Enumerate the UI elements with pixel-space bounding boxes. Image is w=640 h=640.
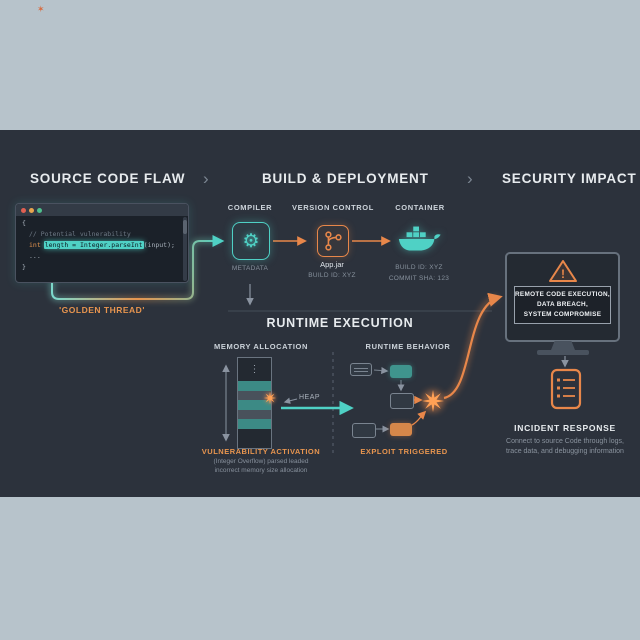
memory-column: ⋮ [237, 357, 272, 449]
compiler-node: ⚙ [232, 222, 270, 260]
memory-cell-free [238, 410, 271, 419]
version-control-label: VERSION CONTROL [292, 203, 374, 212]
window-minimize-dot [29, 207, 34, 213]
window-close-dot [21, 207, 26, 213]
incident-response-desc: Connect to source Code through logs, tra… [506, 438, 624, 456]
git-branch-icon [325, 231, 342, 251]
behavior-input-box [352, 423, 376, 438]
warning-triangle-icon: ! [548, 260, 577, 282]
chevron-icon: › [467, 169, 473, 188]
heap-label: HEAP [299, 394, 321, 401]
behavior-exploit-box [390, 423, 412, 436]
runtime-execution-header: RUNTIME EXECUTION [266, 316, 414, 330]
exploit-triggered-label: EXPLOIT TRIGGERED [360, 447, 448, 456]
container-node [396, 223, 442, 260]
code-tail: (input); [143, 241, 175, 249]
impact-line: DATA BREACH, [536, 300, 589, 308]
warning-exclamation: ! [561, 267, 565, 281]
chevron-icon: › [203, 169, 209, 188]
behavior-normal-box [390, 365, 412, 378]
monitor-stand-neck [551, 341, 575, 350]
incident-response-label: INCIDENT RESPONSE [514, 423, 616, 433]
memory-cell-allocated [238, 381, 271, 391]
code-keyword: int [29, 241, 41, 249]
compiler-label: COMPILER [227, 203, 273, 212]
window-titlebar [16, 204, 188, 216]
metadata-label: METADATA [231, 265, 269, 272]
vulnerability-desc-line2: incorrect memory size allocation [214, 467, 308, 474]
impact-line: SYSTEM COMPROMISE [523, 310, 602, 318]
behavior-stack-box [350, 363, 372, 376]
code-highlight: length = Integer.parseInt [43, 241, 144, 249]
container-commit-sha: COMMIT SHA: 123 [388, 275, 450, 282]
vulnerability-desc-line1: (Integer Overflow) parsed leaded [213, 458, 309, 465]
memory-cell-free [238, 391, 271, 400]
memory-cell-allocated [238, 419, 271, 429]
behavior-process-box [390, 393, 414, 409]
monitor-stand-base [537, 350, 589, 355]
artifact-build-id: BUILD ID: XYZ [308, 272, 356, 279]
source-code-flaw-header: SOURCE CODE FLAW [30, 171, 186, 186]
build-deployment-header: BUILD & DEPLOYMENT [262, 171, 429, 186]
golden-thread-label: 'GOLDEN THREAD' [59, 305, 145, 315]
memory-allocation-label: MEMORY ALLOCATION [214, 342, 308, 351]
checklist-icon [550, 368, 582, 410]
editor-scrollbar-thumb [183, 220, 187, 234]
security-impact-header: SECURITY IMPACT [502, 171, 637, 186]
code-comment: // Potential vulnerability [29, 230, 131, 238]
vulnerability-activation-label: VULNERABILITY ACTIVATION [201, 447, 321, 456]
incident-response-node [549, 367, 583, 416]
editor-scrollbar [183, 217, 187, 281]
version-control-node [317, 225, 349, 257]
window-maximize-dot [37, 207, 42, 213]
memory-cell-allocated [238, 400, 271, 410]
container-label: CONTAINER [395, 203, 445, 212]
impact-monitor: ! REMOTE CODE EXECUTION, DATA BREACH, SY… [505, 252, 620, 342]
artifact-name: App.jar [320, 260, 344, 269]
ellipsis-icon: ⋮ [249, 364, 260, 375]
runtime-behavior-label: RUNTIME BEHAVIOR [365, 342, 451, 351]
decorative-mark: ✶ [37, 4, 45, 14]
impact-text-box: REMOTE CODE EXECUTION, DATA BREACH, SYST… [514, 286, 611, 324]
container-build-id: BUILD ID: XYZ [395, 264, 443, 271]
code-line: ... [29, 252, 41, 260]
code-line: { [22, 219, 26, 227]
gear-icon: ⚙ [242, 230, 260, 252]
impact-line: REMOTE CODE EXECUTION, [515, 291, 611, 298]
docker-whale-icon [398, 226, 441, 251]
code-line: } [22, 263, 26, 271]
